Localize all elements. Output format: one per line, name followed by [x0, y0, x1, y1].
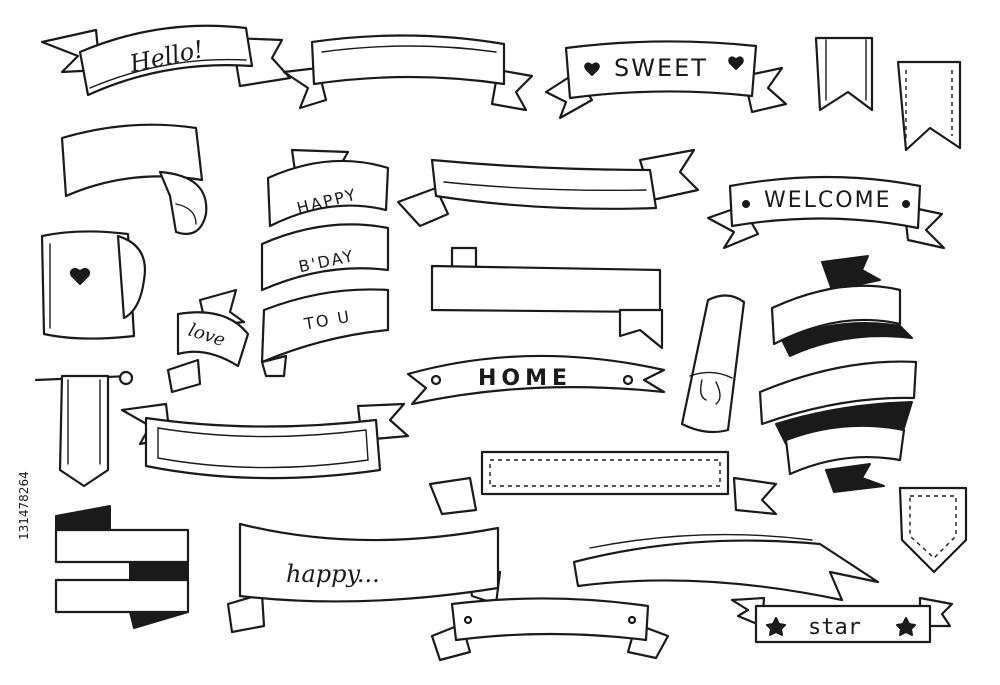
home-label: HOME	[478, 366, 572, 391]
sweet-ribbon: SWEET	[544, 40, 788, 120]
screw-icon	[430, 374, 442, 386]
dot-icon	[742, 200, 750, 208]
love-ribbon: love	[166, 288, 250, 394]
folded-ribbon	[430, 246, 664, 350]
home-ribbon: HOME	[406, 354, 666, 406]
heart-icon	[728, 56, 744, 70]
hello-ribbon: Hello!	[40, 24, 292, 97]
dot-icon	[902, 200, 910, 208]
curl-ribbon	[60, 123, 208, 235]
welcome-ribbon: WELCOME	[706, 175, 946, 250]
welcome-label: WELCOME	[764, 188, 891, 213]
bookmark-tags	[814, 36, 962, 152]
happy-script-ribbon: happy...	[226, 522, 502, 634]
black-twist-ribbon	[758, 255, 918, 493]
star-icon	[766, 617, 786, 636]
stock-id: 131478264	[17, 471, 31, 540]
zigzag-ribbon	[54, 505, 190, 629]
blank-ribbon-top	[282, 34, 534, 112]
star-label: star	[808, 615, 861, 640]
screw-icon	[627, 615, 637, 625]
sweet-label: SWEET	[614, 54, 708, 82]
heart-icon	[70, 268, 90, 285]
rolled-scroll	[680, 294, 746, 434]
wavy-ribbon	[396, 148, 700, 228]
sleek-ribbon	[572, 533, 880, 602]
screw-icon	[463, 615, 473, 625]
bottom-ribbon	[430, 597, 670, 662]
framed-ribbon	[120, 402, 410, 480]
star-icon	[896, 617, 916, 636]
heart-icon	[584, 62, 600, 76]
star-ribbon: star	[730, 596, 954, 644]
screw-icon	[622, 374, 634, 386]
stitched-ribbon	[428, 450, 778, 516]
birthday-ribbon: HAPPY B'DAY TO U	[260, 148, 390, 378]
happy-script-label: happy...	[286, 560, 380, 588]
pointed-tag	[898, 486, 968, 574]
heart-scroll	[40, 230, 147, 340]
hanging-banner	[34, 370, 134, 488]
